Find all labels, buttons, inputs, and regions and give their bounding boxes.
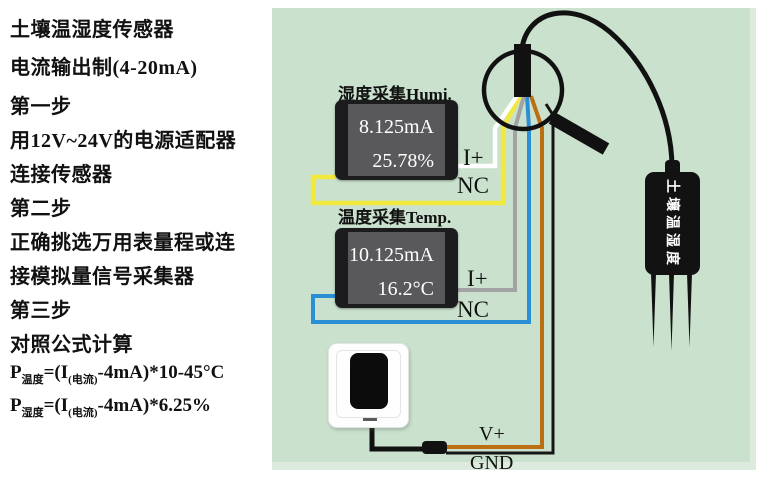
- soil-sensor-label: 土壤温湿度: [663, 178, 679, 269]
- instruction-line: 第二步: [10, 198, 72, 220]
- temperature-meter-title: 温度采集Temp.: [338, 208, 452, 227]
- cord-connector: [422, 441, 447, 454]
- temperature-iplus-label: I+: [467, 266, 488, 291]
- humidity-meter-title: 湿度采集Humi.: [338, 85, 452, 104]
- formula-temperature: P温度=(I(电流)-4mA)*10-45°C: [10, 362, 224, 387]
- instruction-line: 正确挑选万用表量程或连: [10, 232, 236, 254]
- temperature-reading-value: 16.2°C: [377, 278, 434, 300]
- temp-nc-wire: [311, 95, 531, 324]
- formula-body: -4mA)*10-45°C: [97, 362, 225, 383]
- formula-subscript: (电流): [68, 373, 98, 386]
- instruction-line: 第三步: [10, 300, 72, 322]
- formula-subscript: 温度: [21, 373, 44, 386]
- sensor-cable: [519, 10, 675, 169]
- formula-subscript: (电流): [68, 406, 98, 419]
- temperature-current-value: 10.125mA: [349, 244, 434, 266]
- wall-outlet-plate: [328, 343, 409, 428]
- instruction-line: 土壤温湿度传感器: [10, 19, 174, 41]
- humidity-reading-value: 25.78%: [372, 150, 434, 172]
- formula-humidity: P湿度=(I(电流)-4mA)*6.25%: [10, 395, 211, 420]
- humidity-nc-label: NC: [457, 173, 489, 198]
- instruction-line: 电流输出制(4-20mA): [10, 57, 198, 79]
- instruction-line: 对照公式计算: [10, 334, 133, 356]
- soil-sensor: 土壤温湿度: [645, 172, 700, 275]
- temperature-nc-label: NC: [457, 297, 489, 322]
- humidity-meter-screen: 8.125mA 25.78%: [348, 104, 445, 176]
- sensor-prong: [669, 273, 674, 351]
- instruction-line: 第一步: [10, 96, 72, 118]
- gnd-label: GND: [470, 452, 514, 474]
- vplus-label: V+: [479, 423, 505, 445]
- instruction-column: 土壤温湿度传感器 电流输出制(4-20mA) 第一步 用12V~24V的电源适配…: [0, 0, 272, 481]
- temperature-meter: 10.125mA 16.2°C: [335, 228, 458, 308]
- humidity-meter: 8.125mA 25.78%: [335, 100, 458, 180]
- formula-body: =(I: [43, 362, 69, 383]
- power-adapter: [350, 353, 388, 409]
- formula-body: -4mA)*6.25%: [97, 395, 211, 416]
- formula-symbol: P: [10, 362, 22, 383]
- humidity-iplus-label: I+: [463, 145, 484, 170]
- instruction-line: 接模拟量信号采集器: [10, 266, 195, 288]
- instruction-line: 用12V~24V的电源适配器: [10, 130, 237, 152]
- sensor-prong: [651, 273, 656, 347]
- temperature-meter-screen: 10.125mA 16.2°C: [348, 232, 445, 304]
- humidity-current-value: 8.125mA: [359, 116, 434, 138]
- gnd-wire: [446, 103, 555, 455]
- outlet-inner-ring: [336, 350, 401, 418]
- outlet-slot: [363, 418, 377, 421]
- formula-subscript: 湿度: [21, 406, 44, 419]
- temp-iplus-wire: [458, 95, 526, 292]
- formula-symbol: P: [10, 395, 22, 416]
- vplus-wire: [446, 95, 544, 449]
- instruction-line: 连接传感器: [10, 164, 113, 186]
- magnifier-handle: [548, 112, 610, 155]
- cable-stub: [514, 44, 531, 97]
- formula-body: =(I: [43, 395, 69, 416]
- humidity-iplus-wire: [458, 94, 519, 169]
- sensor-prong: [687, 273, 692, 347]
